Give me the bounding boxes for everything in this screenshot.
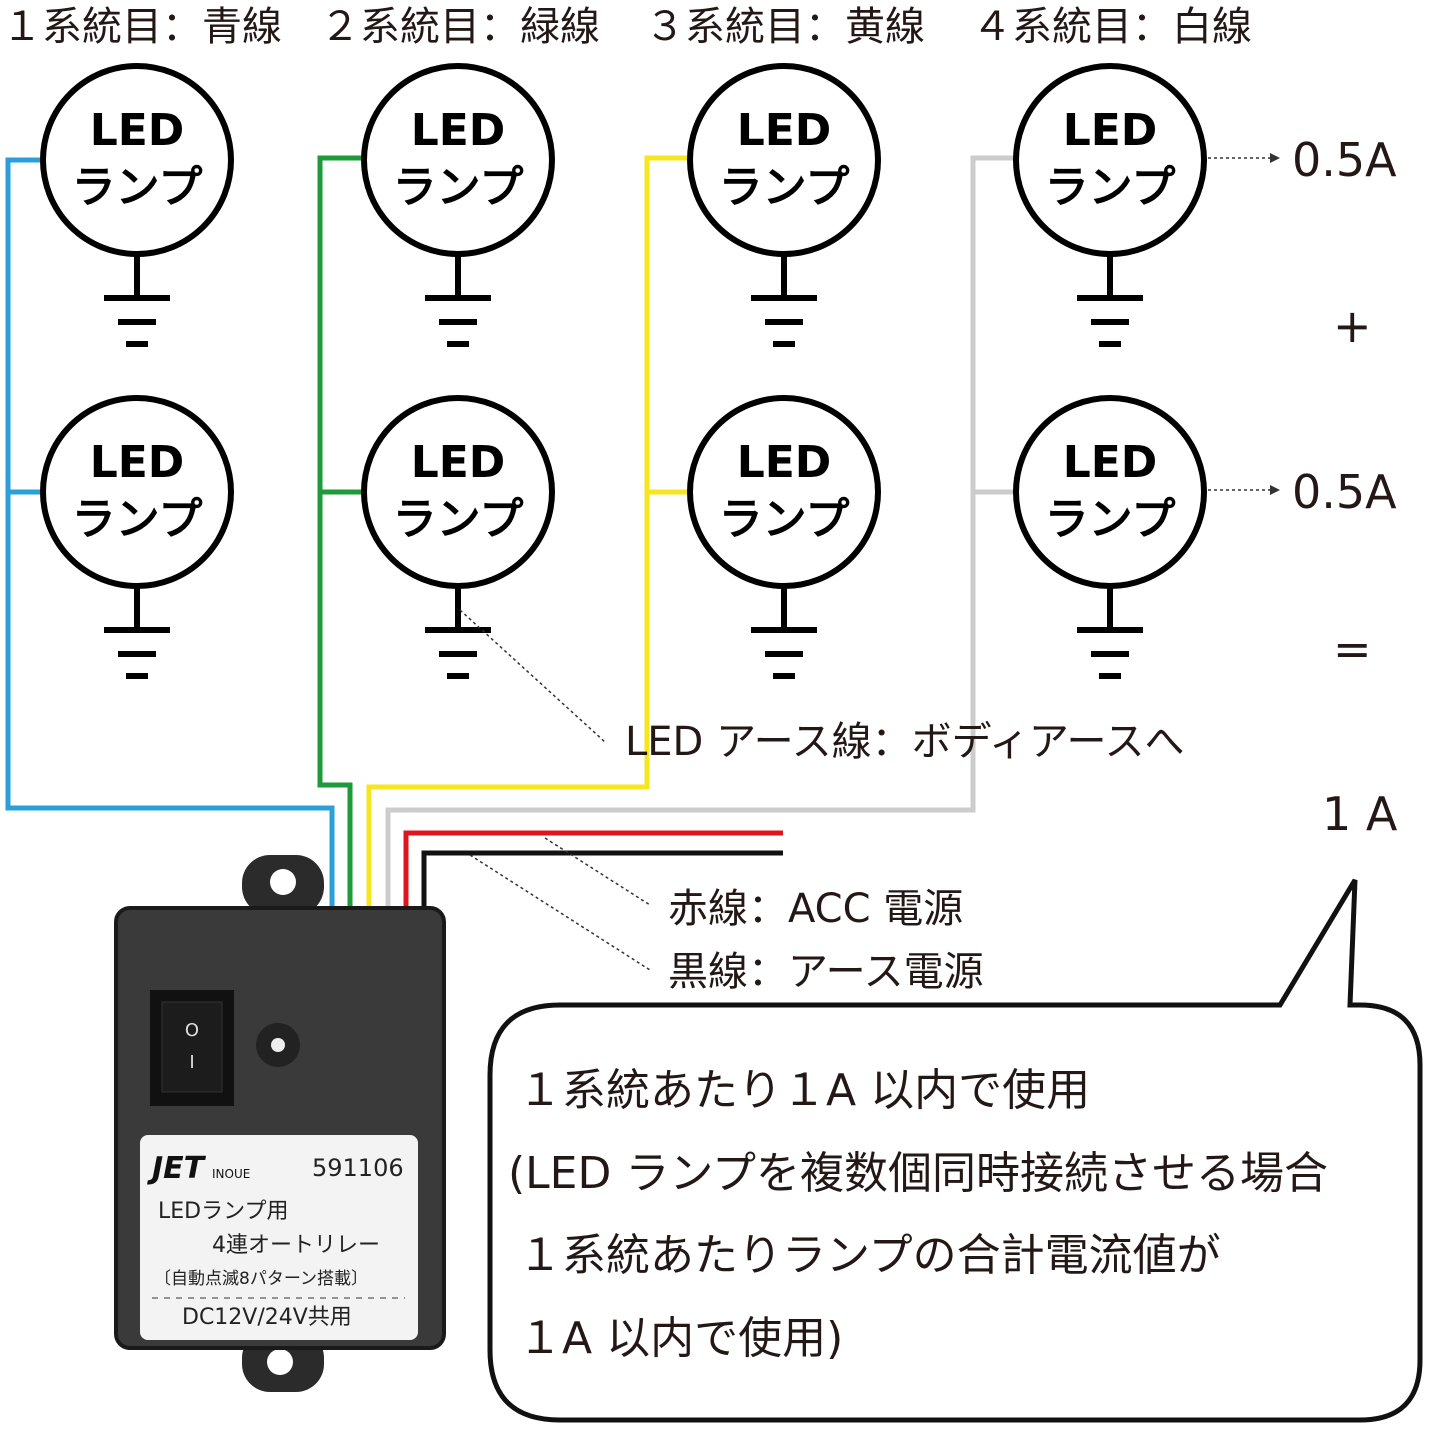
label-line-2: 4連オートリレー — [212, 1233, 380, 1258]
ground-symbol-icon — [425, 256, 491, 347]
lamps: LED ランプ LED ランプ LED ランプ LED ランプ LED ランプ LED ランプ LED ラ… — [40, 63, 1207, 679]
red-leader — [544, 837, 651, 906]
led-lamp: LED ランプ — [40, 63, 234, 347]
led-lamp: LED ランプ — [40, 395, 234, 679]
led-lamp: LED ランプ — [1013, 395, 1207, 679]
arrow-head-1 — [1270, 153, 1280, 163]
black-wire-note: 黒線：アース電源 — [668, 949, 984, 995]
lamp-circle — [40, 63, 234, 257]
brand-logo-sub: INOUE — [212, 1167, 250, 1181]
blue-wire — [5, 157, 335, 912]
bubble-line-2: (LED ランプを複数個同時接続させる場合 — [508, 1148, 1328, 1199]
current-lamp-1: 0.5A — [1292, 133, 1397, 187]
lamp-label: ランプ — [72, 494, 203, 545]
mount-hole-top — [270, 869, 296, 895]
current-lamp-2: 0.5A — [1292, 465, 1397, 519]
lamp-label: ランプ — [72, 162, 203, 213]
led-lamp: LED ランプ — [1013, 63, 1207, 347]
arrow-head-2 — [1270, 485, 1280, 495]
model-number: 591106 — [312, 1154, 404, 1182]
label-line-1: LEDランプ用 — [158, 1199, 288, 1224]
lamp-circle — [687, 63, 881, 257]
lamp-label: LED — [737, 437, 832, 488]
lamp-circle — [361, 395, 555, 589]
current-total: 1 A — [1322, 787, 1398, 841]
wires — [5, 155, 1016, 912]
lamp-label: LED — [1063, 105, 1158, 156]
lamp-circle — [40, 395, 234, 589]
switch-off-mark: I — [189, 1052, 194, 1073]
lamp-label: LED — [1063, 437, 1158, 488]
ground-symbol-icon — [1077, 588, 1143, 679]
lamp-circle — [687, 395, 881, 589]
bubble-line-1: １系統あたり１A 以内で使用 — [518, 1065, 1090, 1116]
ground-note: LED アース線：ボディアースへ — [625, 719, 1184, 765]
bubble-line-3: １系統あたりランプの合計電流値が — [518, 1230, 1221, 1281]
speech-bubble — [487, 878, 1423, 1423]
lamp-label: ランプ — [1045, 494, 1176, 545]
lamp-label: ランプ — [719, 494, 850, 545]
ground-symbol-icon — [104, 256, 170, 347]
lamp-label: ランプ — [393, 162, 524, 213]
lamp-circle — [1013, 395, 1207, 589]
device-label — [140, 1135, 418, 1340]
ground-symbol-icon — [751, 256, 817, 347]
header-system-4: ４系統目：白線 — [972, 4, 1252, 50]
lamp-label: LED — [411, 437, 506, 488]
red-wire-note: 赤線：ACC 電源 — [668, 886, 963, 932]
yellow-wire — [366, 155, 690, 912]
label-line-3: 〔自動点滅8パターン搭載〕 — [154, 1269, 368, 1289]
ground-symbol-icon — [425, 588, 491, 679]
led-lamp: LED ランプ — [361, 395, 555, 679]
ground-symbol-icon — [751, 588, 817, 679]
mount-hole-bottom — [267, 1349, 293, 1375]
led-lamp: LED ランプ — [361, 63, 555, 347]
led-lamp: LED ランプ — [687, 395, 881, 679]
plus-sign: + — [1333, 299, 1372, 353]
lamp-label: LED — [90, 437, 185, 488]
indicator-led — [271, 1038, 285, 1052]
black-wire — [421, 850, 783, 912]
lamp-circle — [361, 63, 555, 257]
lamp-label: ランプ — [1045, 162, 1176, 213]
label-line-4: DC12V/24V共用 — [182, 1305, 352, 1330]
lamp-label: LED — [90, 105, 185, 156]
lamp-label: ランプ — [393, 494, 524, 545]
bubble-line-4: １A 以内で使用) — [518, 1313, 843, 1364]
green-wire — [317, 155, 364, 912]
header-system-3: ３系統目：黄線 — [645, 4, 925, 50]
lamp-label: LED — [737, 105, 832, 156]
lamp-circle — [1013, 63, 1207, 257]
black-leader — [469, 854, 651, 971]
switch-on-mark: O — [185, 1020, 199, 1041]
red-wire — [403, 830, 783, 912]
relay-device: O I JET INOUE 591106 LEDランプ用 4連オートリレー 〔自… — [114, 855, 446, 1392]
header-system-1: １系統目：青線 — [2, 4, 282, 50]
lamp-label: ランプ — [719, 162, 850, 213]
header-system-2: ２系統目：緑線 — [320, 4, 600, 50]
brand-logo: JET — [147, 1151, 207, 1186]
white-wire — [385, 155, 1016, 912]
equals-sign: = — [1333, 622, 1372, 676]
lamp-label: LED — [411, 105, 506, 156]
ground-symbol-icon — [1077, 256, 1143, 347]
led-lamp: LED ランプ — [687, 63, 881, 347]
ground-leader — [459, 609, 606, 743]
ground-symbol-icon — [104, 588, 170, 679]
